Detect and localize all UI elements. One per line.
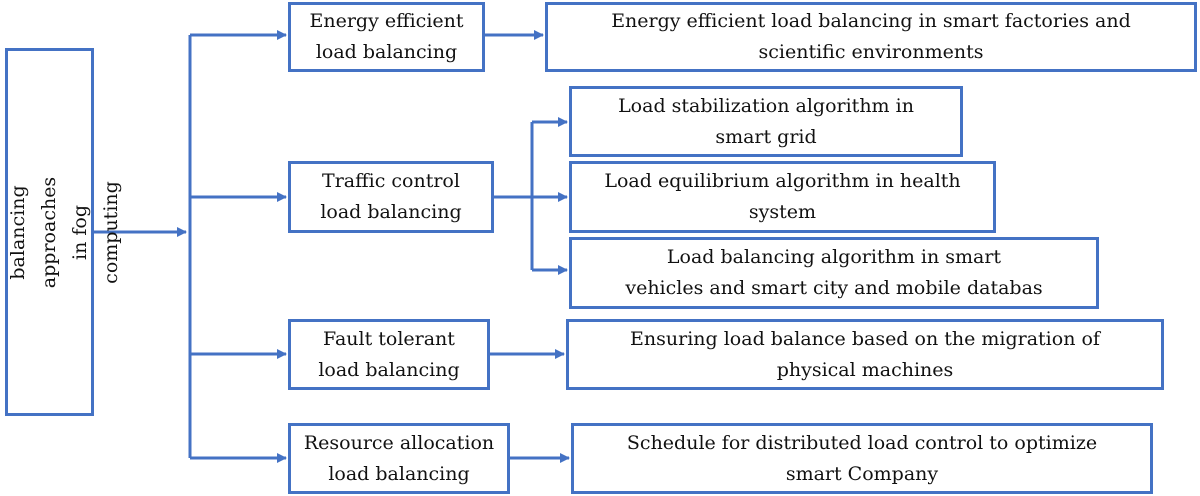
detail-label: Load stabilization algorithm in smart gr…	[618, 94, 914, 148]
detail-label: Load balancing algorithm in smart vehicl…	[625, 246, 1043, 299]
detail-distributed-control: Schedule for distributed load control to…	[571, 423, 1153, 494]
root-box: Load balancing approaches in fog computi…	[5, 48, 122, 416]
category-label: Energy efficient load balancing	[309, 10, 464, 63]
root-label: Load balancing approaches in fog computi…	[7, 176, 122, 288]
category-label: Fault tolerant load balancing	[318, 327, 460, 381]
category-fault-tolerant: Fault tolerant load balancing	[288, 319, 490, 390]
detail-smart-grid: Load stabilization algorithm in smart gr…	[569, 86, 963, 157]
detail-smart-vehicles: Load balancing algorithm in smart vehicl…	[569, 237, 1099, 309]
category-resource-allocation: Resource allocation load balancing	[288, 423, 510, 494]
detail-health-system: Load equilibrium algorithm in health sys…	[569, 161, 996, 233]
detail-label: Energy efficient load balancing in smart…	[611, 10, 1131, 63]
category-label: Traffic control load balancing	[320, 170, 462, 223]
detail-label: Ensuring load balance based on the migra…	[630, 327, 1100, 381]
category-label: Resource allocation load balancing	[303, 431, 495, 485]
detail-label: Load equilibrium algorithm in health sys…	[604, 170, 961, 223]
category-traffic-control: Traffic control load balancing	[288, 161, 494, 233]
detail-smart-factories: Energy efficient load balancing in smart…	[545, 2, 1197, 72]
detail-label: Schedule for distributed load control to…	[626, 431, 1098, 485]
category-energy-efficient: Energy efficient load balancing	[288, 2, 485, 72]
detail-migration: Ensuring load balance based on the migra…	[566, 319, 1164, 390]
